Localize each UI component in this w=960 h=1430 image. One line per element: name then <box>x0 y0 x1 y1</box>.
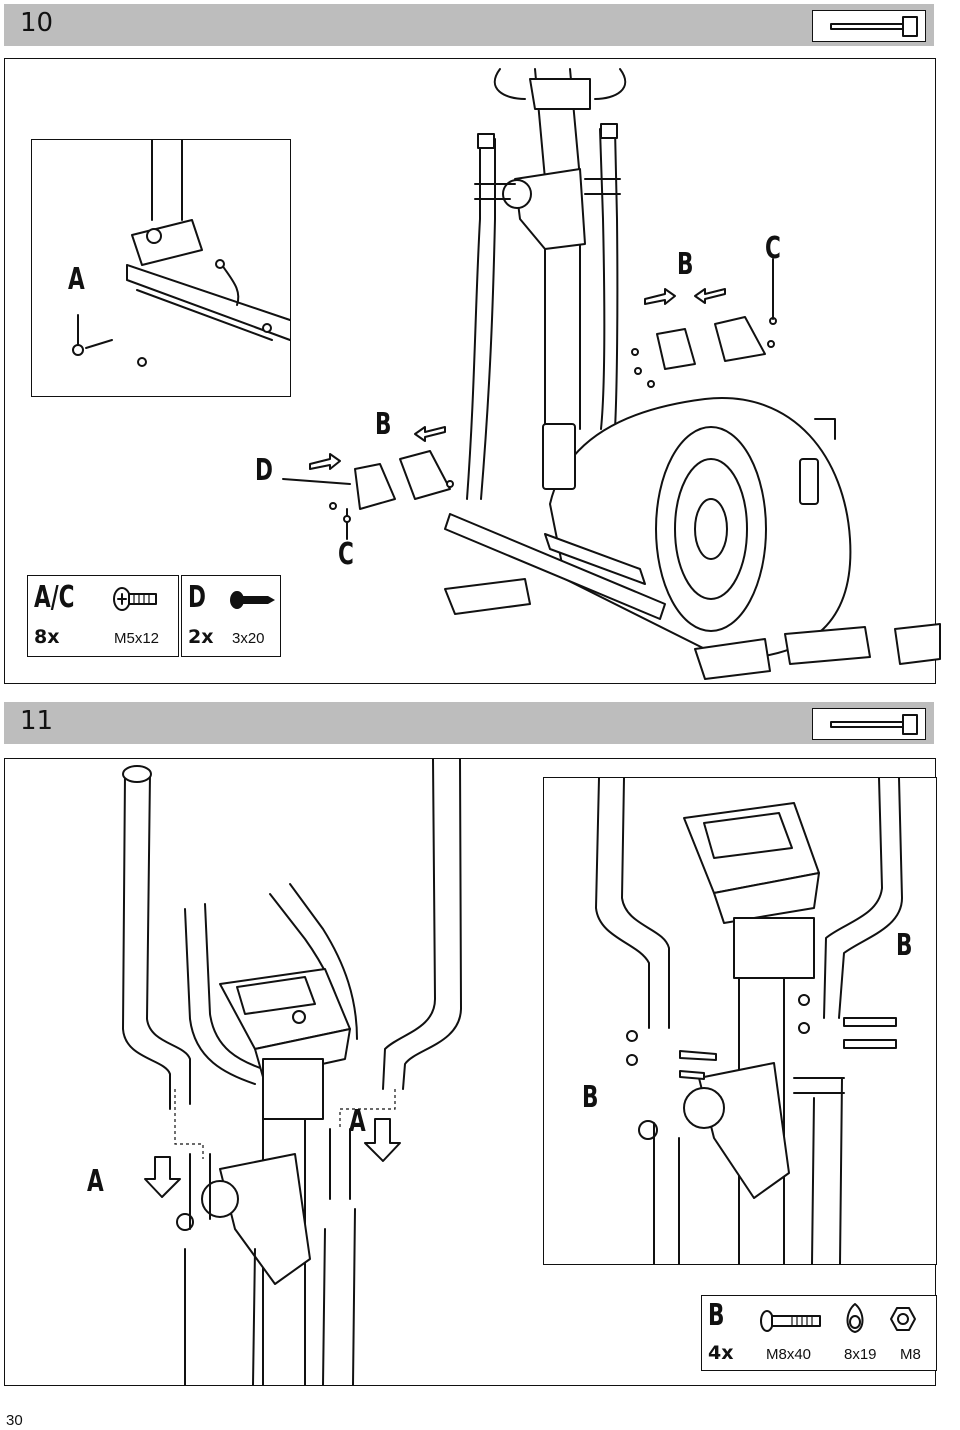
page-number: 30 <box>6 1412 23 1429</box>
washer-icon <box>842 1302 868 1334</box>
detail-inset-a: A <box>31 139 291 397</box>
label-c-upper: C <box>765 231 781 266</box>
parts-spec-d: 3x20 <box>232 630 265 647</box>
label-c-lower: C <box>338 537 354 572</box>
screw-icon <box>112 586 158 612</box>
label-b-upper: B <box>677 247 694 282</box>
label-a-right: A <box>349 1104 366 1139</box>
parts-key-d: D <box>188 580 206 615</box>
parts-key-b: B <box>708 1298 725 1333</box>
parts-qty-d: 2x <box>188 626 214 648</box>
label-b-right: B <box>896 928 913 963</box>
tapping-screw-icon <box>230 590 276 610</box>
label-d: D <box>255 453 273 488</box>
bolt-icon <box>760 1310 822 1332</box>
step-11-number: 11 <box>20 706 54 736</box>
handlebar-assembly-drawing <box>122 758 462 1386</box>
step-11-header: 11 <box>4 702 934 744</box>
label-a-left: A <box>87 1164 104 1199</box>
parts-spec-nut: M8 <box>900 1346 921 1363</box>
hex-key-icon <box>812 708 926 740</box>
parts-key-ac: A/C <box>34 580 75 615</box>
detail-inset-b: B B <box>543 777 937 1265</box>
step-10-header: 10 <box>4 4 934 46</box>
parts-qty-b: 4x <box>708 1342 734 1364</box>
parts-qty-ac: 8x <box>34 626 60 648</box>
elliptical-trainer-drawing <box>282 68 941 680</box>
parts-spec-washer: 8x19 <box>844 1346 877 1363</box>
step-10-number: 10 <box>20 8 54 38</box>
parts-box-ac: A/C 8x M5x12 <box>27 575 179 657</box>
hex-key-icon <box>812 10 926 42</box>
parts-spec-bolt: M8x40 <box>766 1346 812 1363</box>
nut-icon <box>890 1306 916 1332</box>
label-b-lower: B <box>375 407 392 442</box>
label-a: A <box>68 262 85 297</box>
step-11-panel: A A B B B <box>4 758 937 1386</box>
parts-spec-ac: M5x12 <box>114 630 160 647</box>
parts-box-b: B 4x M8x40 8x19 M8 <box>701 1295 937 1371</box>
parts-box-d: D 2x 3x20 <box>181 575 281 657</box>
label-b-left: B <box>582 1080 599 1115</box>
step-10-panel: A <box>4 58 941 684</box>
